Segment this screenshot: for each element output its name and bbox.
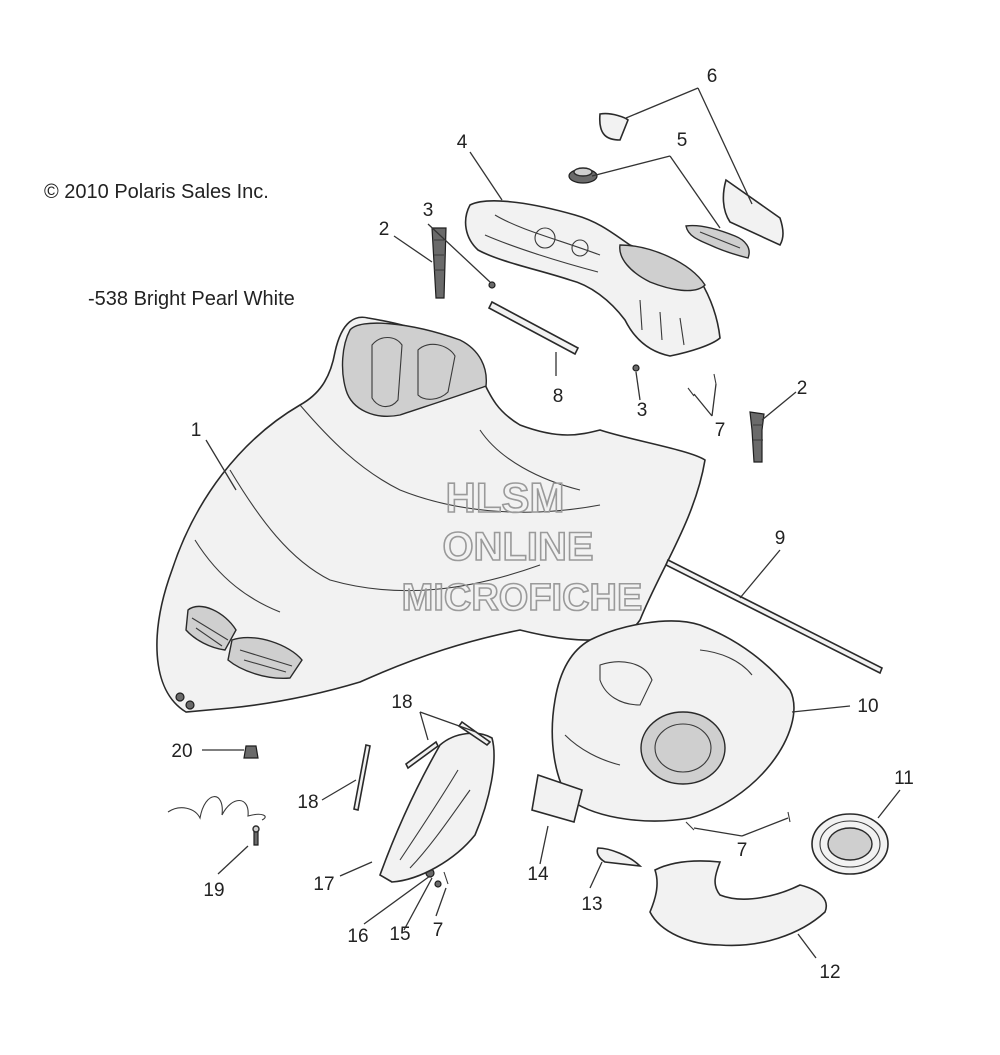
part-3-fastener-upper xyxy=(488,281,496,289)
part-2-clip-left xyxy=(431,227,447,299)
callout-9: 9 xyxy=(775,528,786,549)
part-9-long-strip xyxy=(664,558,884,675)
callout-20: 20 xyxy=(171,741,192,762)
part-10-under-panel xyxy=(551,620,795,822)
callout-3-lower: 3 xyxy=(637,400,648,421)
callout-15: 15 xyxy=(389,924,410,945)
part-7-pins-upper xyxy=(687,373,717,397)
callout-13: 13 xyxy=(581,894,602,915)
part-15-nut xyxy=(434,880,442,888)
part-7-screw-lower xyxy=(443,871,449,885)
callout-17: 17 xyxy=(313,874,334,895)
callout-labels: 1 2 2 3 3 4 5 6 7 7 7 8 9 10 11 12 13 14… xyxy=(171,66,913,983)
callout-10: 10 xyxy=(857,696,878,717)
callout-19: 19 xyxy=(203,880,224,901)
part-6-pad-small xyxy=(598,112,629,141)
part-5-grommet xyxy=(568,167,598,184)
callout-2-left: 2 xyxy=(379,219,390,240)
part-13-pad xyxy=(596,847,643,868)
callout-12: 12 xyxy=(819,962,840,983)
part-4-dash-console xyxy=(464,200,721,357)
watermark-line-1: HLSM xyxy=(446,474,565,521)
copyright-text: © 2010 Polaris Sales Inc. xyxy=(44,181,269,203)
part-1-hood xyxy=(156,316,706,713)
callout-7-bottom: 7 xyxy=(433,920,444,941)
part-18-strip-left xyxy=(353,744,371,811)
part-2-clip-right xyxy=(749,411,765,463)
callout-7-upper: 7 xyxy=(715,420,726,441)
watermark-line-3: MICROFICHE xyxy=(402,577,643,619)
part-6-pad-large xyxy=(722,178,784,247)
callout-18-top: 18 xyxy=(391,692,412,713)
callout-2-right: 2 xyxy=(797,378,808,399)
watermark: HLSM ONLINE MICROFICHE xyxy=(401,473,643,620)
callout-4: 4 xyxy=(457,132,468,153)
callout-1: 1 xyxy=(191,420,202,441)
callout-16: 16 xyxy=(347,926,368,947)
part-8-strip xyxy=(487,300,580,356)
leader-lines xyxy=(202,87,901,959)
callout-5: 5 xyxy=(677,130,688,151)
part-18-strip-mid xyxy=(404,740,440,770)
callout-3-upper: 3 xyxy=(423,200,434,221)
part-11-ring xyxy=(811,813,889,875)
part-19-cable xyxy=(167,796,266,846)
part-17-side-panel xyxy=(379,732,495,883)
part-12-foam-panel xyxy=(649,860,827,947)
part-20-cap xyxy=(243,745,259,759)
watermark-line-2: ONLINE xyxy=(442,525,593,569)
part-3-fastener-lower xyxy=(632,364,640,372)
callout-6: 6 xyxy=(707,66,718,87)
part-5-bracket xyxy=(685,224,750,259)
callout-14: 14 xyxy=(527,864,549,885)
part-18-strip-right xyxy=(457,720,492,747)
color-note: -538 Bright Pearl White xyxy=(88,288,295,310)
part-14-pad xyxy=(531,773,583,823)
callout-18-left: 18 xyxy=(297,792,318,813)
callout-11: 11 xyxy=(894,768,914,789)
callout-7-right: 7 xyxy=(737,840,748,861)
part-7-pins-lower xyxy=(685,811,791,831)
callout-8: 8 xyxy=(553,386,564,407)
